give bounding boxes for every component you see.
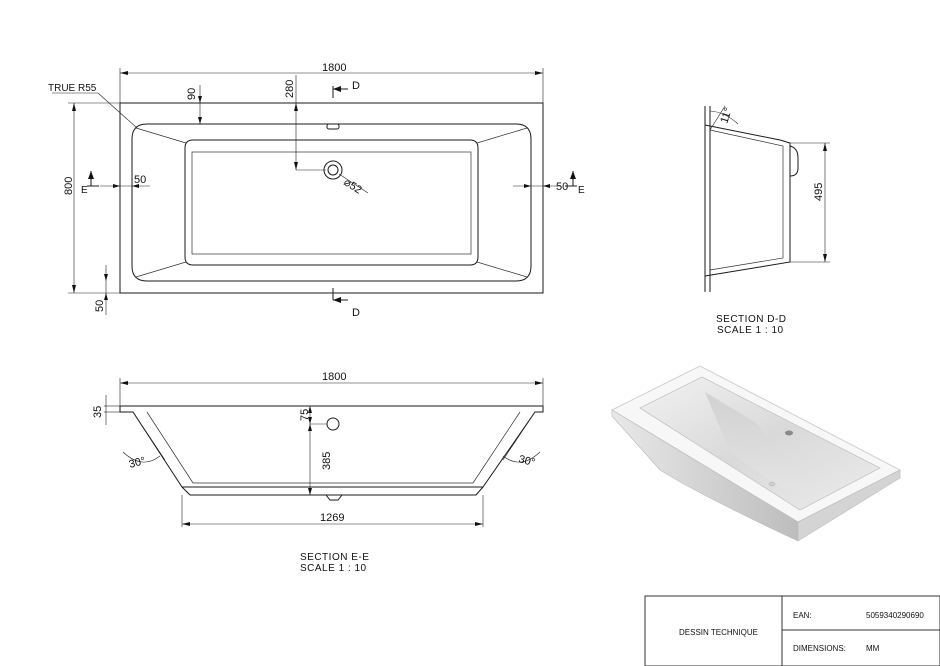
arrow [120, 71, 128, 75]
render-overflow [785, 430, 793, 436]
top-width-label: 1800 [322, 62, 346, 74]
arrow [333, 86, 341, 92]
section-d-top-label: D [352, 80, 360, 92]
arrow [823, 254, 827, 262]
bevel-line [476, 261, 528, 278]
top-view-rim [119, 102, 544, 294]
top-view-basin-floor [184, 139, 479, 266]
arrow [198, 96, 202, 103]
arrow [823, 143, 827, 151]
dim-75-label: 75 [299, 409, 311, 421]
dimensions-value: MM [866, 644, 880, 653]
section-e-left-label: E [81, 185, 88, 196]
arrow [333, 297, 341, 303]
dd-angle-label: 11° [718, 106, 734, 125]
arrow [88, 171, 94, 179]
render-drain [768, 481, 776, 487]
top-view: ⌀52 1800 800 TRUE R55 90 280 D [48, 62, 585, 319]
arrow [120, 381, 128, 385]
title-block-frame [644, 595, 940, 666]
dim-90-label: 90 [186, 88, 198, 100]
arrow [294, 103, 298, 111]
drain-inner [327, 164, 339, 176]
bevel-line [135, 261, 187, 278]
dd-scale: SCALE 1 : 10 [717, 325, 784, 336]
overflow-hole [326, 123, 340, 130]
ee-overflow-hole [326, 417, 340, 431]
arrow [308, 406, 312, 413]
arrow [104, 293, 108, 300]
top-height-label: 800 [63, 177, 75, 195]
arrow [308, 424, 312, 431]
true-radius-label: TRUE R55 [48, 83, 97, 94]
ee-angle-line-left [132, 411, 166, 461]
arrow [72, 285, 76, 293]
drain-diameter-label: ⌀52 [341, 176, 363, 196]
dim-495-label: 495 [813, 183, 825, 201]
ee-inner-profile [146, 411, 521, 484]
arrow [524, 184, 531, 188]
arrow [182, 522, 190, 526]
ee-title: SECTION E-E [300, 552, 369, 563]
bathtub-render [610, 365, 902, 542]
title-block: DESSIN TECHNIQUE EAN: 5059340290690 DIME… [644, 595, 940, 666]
arrow [308, 488, 312, 495]
ee-angle-arc-right [502, 451, 541, 463]
dim-50-bottom-label: 50 [94, 300, 106, 312]
ean-value: 5059340290690 [866, 611, 924, 620]
dimensions-label: DIMENSIONS: [793, 644, 846, 653]
bevel-line [135, 127, 187, 144]
drain-outer [323, 160, 343, 180]
dim-50-left-label: 50 [134, 174, 146, 186]
ee-angle-right-label: 30° [517, 453, 536, 469]
dd-angle-arc [709, 110, 739, 125]
top-view-basin-outer [131, 123, 532, 282]
drain-leader [338, 173, 369, 194]
dd-title: SECTION D-D [716, 314, 787, 325]
arrow [113, 184, 120, 188]
section-d-bottom-label: D [352, 307, 360, 319]
ee-bottom [181, 486, 484, 496]
arrow [198, 117, 202, 124]
section-ee: 1800 35 75 385 1269 30° 30° SECTION E-E … [92, 371, 544, 574]
render-front-side [611, 409, 799, 542]
top-view-floor-inner [191, 151, 472, 255]
dim-280-label: 280 [284, 80, 296, 98]
arrow [570, 171, 576, 179]
ee-width-label: 1800 [322, 371, 346, 383]
dd-profile-outer [704, 124, 791, 277]
radius-leader [97, 92, 138, 129]
dim-50-right-label: 50 [556, 181, 568, 193]
section-e-right-label: E [578, 185, 585, 196]
dd-overflow [789, 145, 799, 177]
ee-angle-arc-left [122, 451, 161, 463]
render-basin-floor [705, 392, 812, 490]
ean-label: EAN: [793, 611, 812, 620]
arrow [294, 162, 298, 170]
dim-1269-label: 1269 [320, 512, 344, 524]
arrow [535, 381, 543, 385]
arrow [308, 417, 312, 424]
bevel-line [476, 127, 528, 144]
arrow [475, 522, 483, 526]
arrow [535, 71, 543, 75]
arrow [72, 103, 76, 111]
dim-35-label: 35 [92, 406, 104, 418]
render-right-side [797, 469, 901, 542]
arrow [543, 184, 550, 188]
dim-385-label: 385 [321, 452, 333, 470]
arrow [104, 274, 108, 281]
dd-profile-inner [709, 129, 784, 271]
dd-angle-line [709, 105, 726, 131]
ee-angle-left-label: 30° [128, 455, 147, 471]
arrow [132, 184, 139, 188]
ee-angle-line-right [502, 411, 536, 461]
ee-scale: SCALE 1 : 10 [300, 563, 367, 574]
ee-drain-stub [325, 494, 343, 501]
title-block-label: DESSIN TECHNIQUE [679, 628, 758, 637]
section-dd: 11° 495 SECTION D-D SCALE 1 : 10 [704, 105, 830, 336]
